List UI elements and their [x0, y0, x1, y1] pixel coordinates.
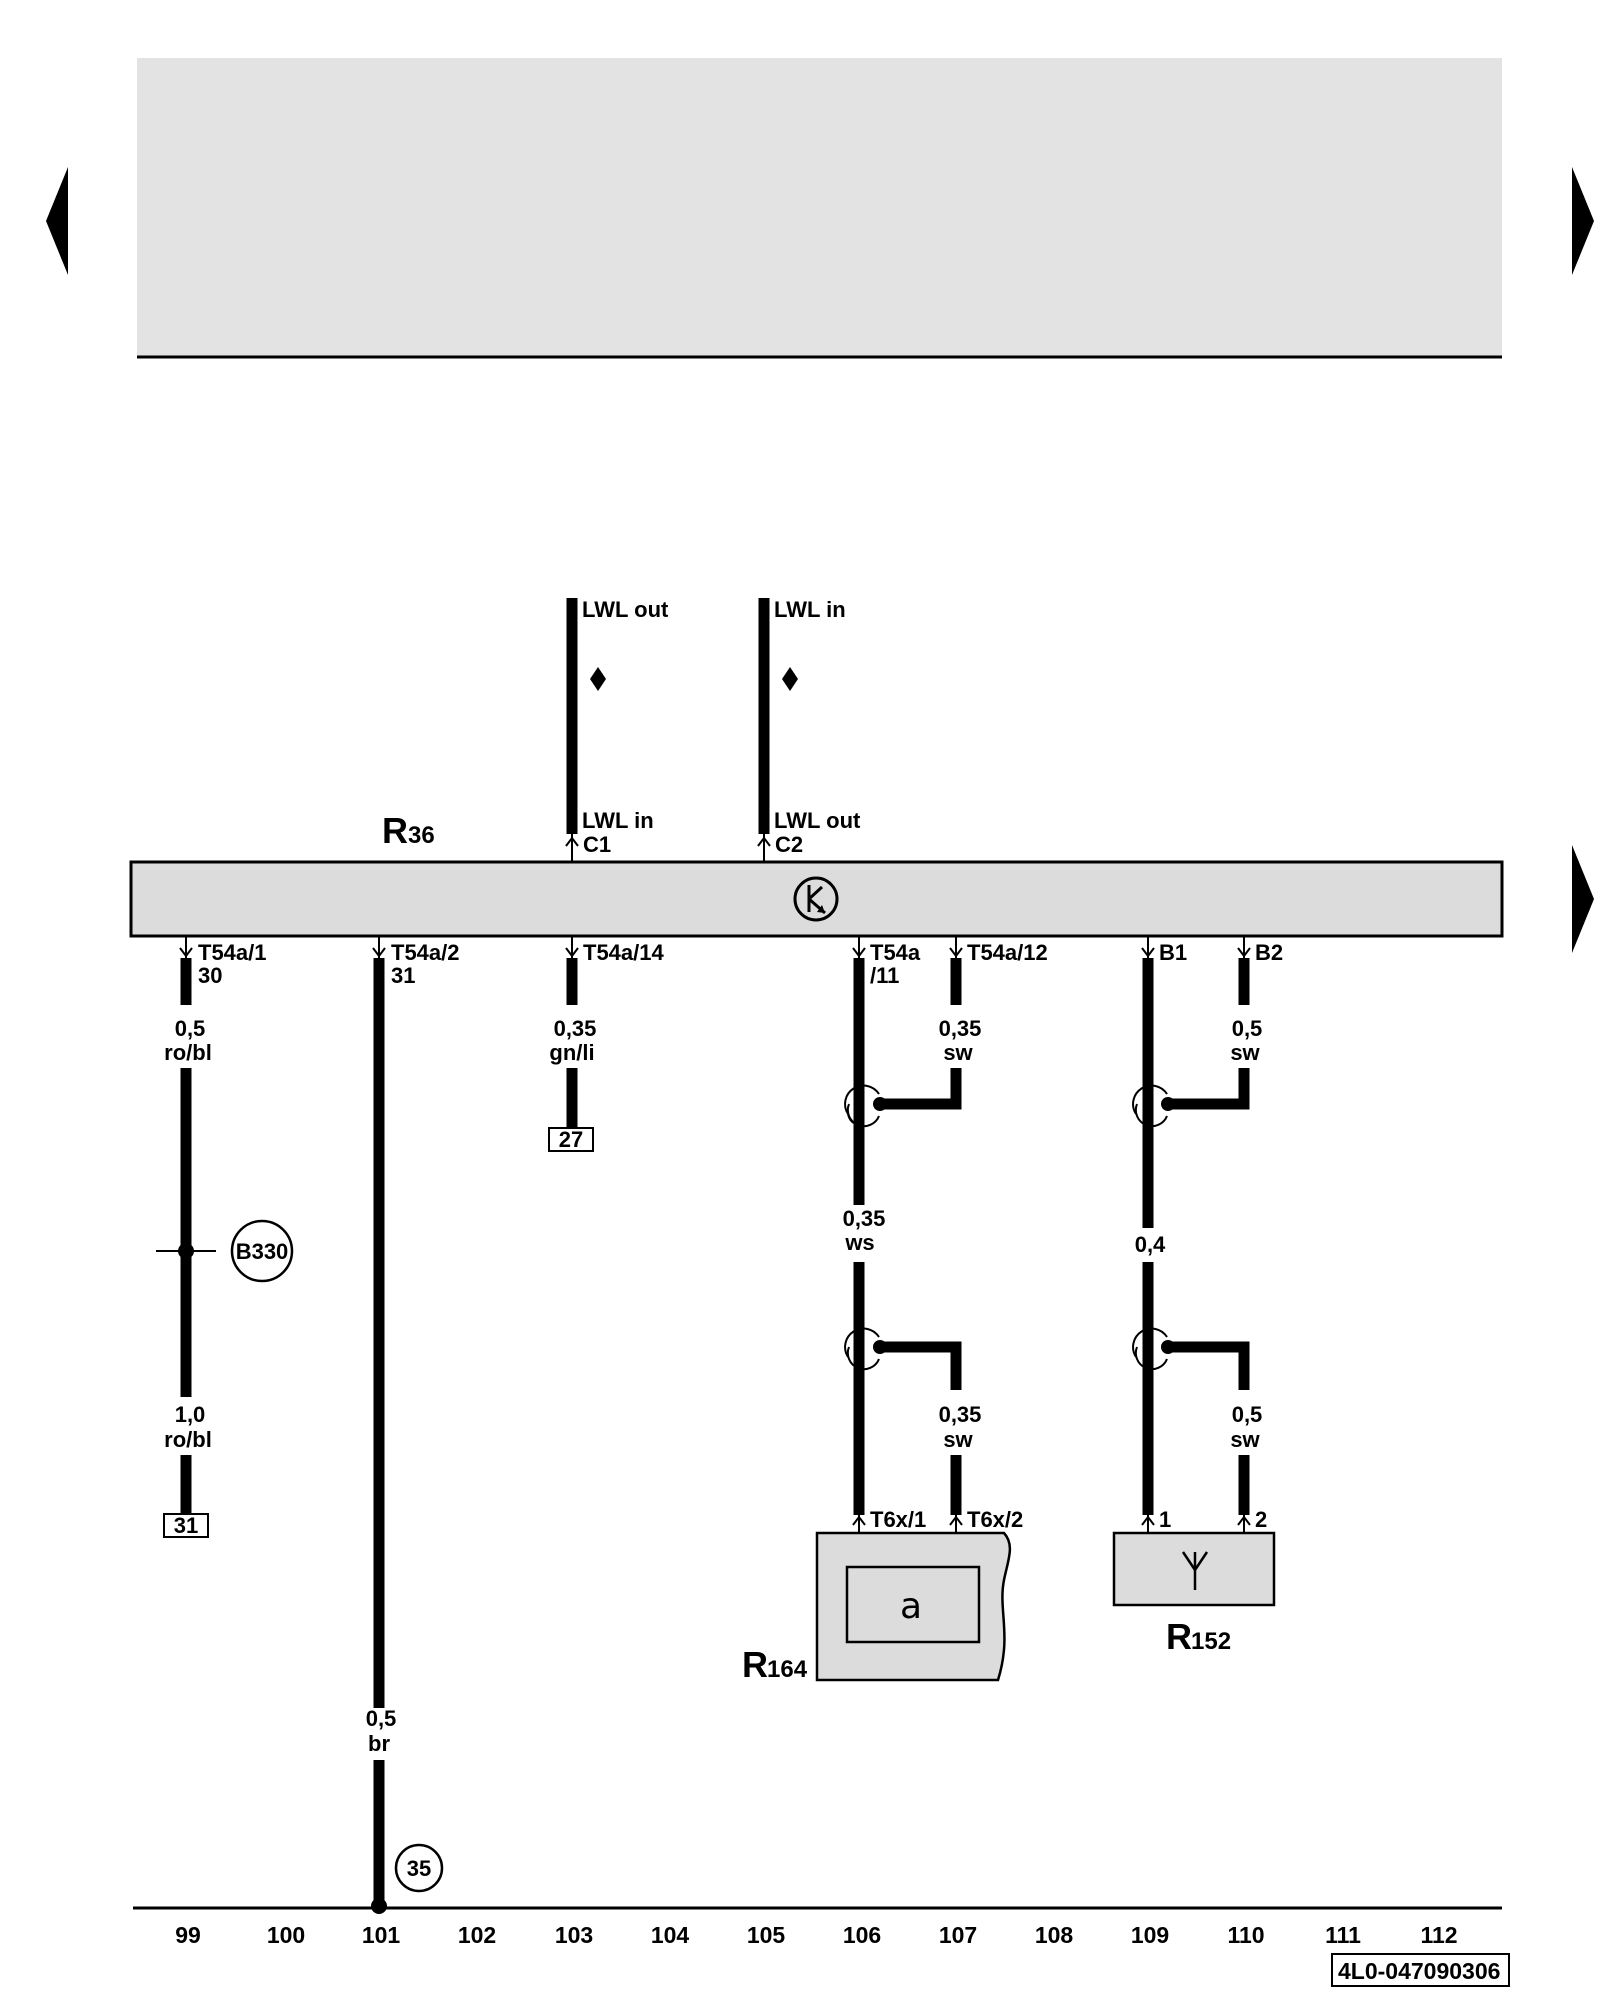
- splice-b330-label: B330: [236, 1239, 289, 1264]
- grid-number: 104: [651, 1922, 690, 1948]
- r164-letter: R: [742, 1644, 768, 1685]
- pin-t54a-11-line2: /11: [870, 963, 899, 988]
- r152-number: 152: [1191, 1628, 1231, 1655]
- wire-107-size2: 0,35: [939, 1402, 982, 1427]
- wire-110-size2: 0,5: [1232, 1402, 1263, 1427]
- pin-t54a-11-line1: T54a: [870, 940, 921, 965]
- ground-35-circle: [394, 1843, 444, 1893]
- shield-symbol-109a: [1132, 1084, 1168, 1115]
- ref-31-label: 31: [174, 1513, 198, 1538]
- terminal-30: 30: [198, 963, 222, 988]
- pin-b1: B1: [1159, 940, 1187, 965]
- pin-r152-1: 1: [1159, 1507, 1171, 1532]
- wire-110-size1: 0,5: [1232, 1016, 1263, 1041]
- splice-dot: [178, 1243, 194, 1259]
- wire-106-color: ws: [844, 1230, 874, 1255]
- r36-component-body: [129, 860, 1504, 938]
- wire-103-color: gn/li: [549, 1040, 594, 1065]
- wire-99-size1: 0,5: [175, 1016, 206, 1041]
- shield-symbol-106a: [844, 1084, 880, 1115]
- grid-number: 107: [939, 1922, 977, 1948]
- pin-t54a-2: T54a/2: [391, 940, 460, 965]
- wire-107-size1: 0,35: [939, 1016, 982, 1041]
- pin-arrow-c2-icon: [757, 836, 771, 847]
- wire-106-size: 0,35: [843, 1206, 886, 1231]
- grid-numbers: 99 100 101 102 103 104 105 106 107 108 1…: [175, 1922, 1457, 1948]
- pin-t54a-12: T54a/12: [967, 940, 1048, 965]
- shield-symbol-109b: [1132, 1327, 1168, 1358]
- next-page-arrow-icon[interactable]: [1572, 167, 1594, 275]
- grid-number: 112: [1420, 1922, 1457, 1948]
- wire-99-color1: ro/bl: [164, 1040, 212, 1065]
- wire-107-shield-bottom: [880, 1341, 962, 1390]
- document-code: 4L0-047090306: [1338, 1958, 1500, 1984]
- wire-110-color2: sw: [1230, 1427, 1260, 1452]
- diamond-marker-c2-icon: [782, 667, 798, 691]
- document-code-box: [1331, 1953, 1510, 1987]
- lwl-c2-top-label: LWL in: [774, 597, 846, 622]
- pin-arrows-bottom: [179, 936, 1251, 958]
- grid-number: 111: [1325, 1922, 1361, 1948]
- r164-number: 164: [767, 1656, 808, 1683]
- grid-number: 110: [1227, 1922, 1264, 1948]
- grid-number: 105: [747, 1922, 786, 1948]
- ref-box-27: [548, 1127, 594, 1152]
- pin-arrow-r152-2-icon: [1237, 1515, 1251, 1526]
- grid-number: 103: [555, 1922, 593, 1948]
- wire-107-shield-top: [880, 1068, 962, 1110]
- wire-103-size: 0,35: [554, 1016, 597, 1041]
- pin-t6x-1: T6x/1: [870, 1507, 926, 1532]
- wire-107-color1: sw: [943, 1040, 973, 1065]
- pin-arrow-t6x2-icon: [949, 1515, 963, 1526]
- grid-number: 101: [362, 1922, 401, 1948]
- pin-arrow-t6x1-icon: [852, 1515, 866, 1526]
- r152-letter: R: [1166, 1616, 1192, 1657]
- pin-t6x-2: T6x/2: [967, 1507, 1023, 1532]
- wire-109-size: 0,4: [1135, 1232, 1166, 1257]
- radio-icon: [793, 876, 839, 922]
- grid-number: 100: [267, 1922, 305, 1948]
- prev-page-arrow-icon[interactable]: [46, 167, 68, 275]
- wire-101-size: 0,5: [366, 1706, 397, 1731]
- pin-arrow-r152-1-icon: [1141, 1515, 1155, 1526]
- lwl-c1-bottom-label: LWL in: [582, 808, 654, 833]
- ref-27-label: 27: [559, 1127, 583, 1152]
- splice-b330-circle: [230, 1219, 294, 1283]
- pin-t54a-14: T54a/14: [583, 940, 664, 965]
- ground-35-label: 35: [407, 1856, 431, 1881]
- wire-110-color1: sw: [1230, 1040, 1260, 1065]
- r164-display-box: [845, 1565, 981, 1644]
- lwl-c1-top-label: LWL out: [582, 597, 669, 622]
- r36-number: 36: [408, 822, 435, 849]
- wire-110-shield-top: [1168, 1068, 1250, 1110]
- terminal-31: 31: [391, 963, 415, 988]
- ref-box-31: [163, 1513, 209, 1538]
- wire-99-size2: 1,0: [175, 1402, 206, 1427]
- wire-110-shield-bottom: [1168, 1341, 1250, 1390]
- wire-101-color: br: [368, 1731, 390, 1756]
- wire-99-color2: ro/bl: [164, 1427, 212, 1452]
- diamond-marker-c1-icon: [590, 667, 606, 691]
- pin-t54a-1: T54a/1: [198, 940, 267, 965]
- r164-symbol: a: [900, 1586, 922, 1627]
- pin-r152-2: 2: [1255, 1507, 1267, 1532]
- header-area: [137, 58, 1502, 356]
- pin-c1-label: C1: [583, 832, 611, 857]
- grid-number: 108: [1035, 1922, 1074, 1948]
- shield-symbol-106b: [844, 1327, 880, 1358]
- pin-c2-label: C2: [775, 832, 803, 857]
- grid-number: 99: [175, 1922, 201, 1948]
- antenna-icon: [1181, 1551, 1209, 1590]
- pin-arrow-c1-icon: [565, 836, 579, 847]
- r36-letter: R: [382, 810, 408, 851]
- ground-dot: [371, 1898, 387, 1914]
- grid-number: 102: [458, 1922, 496, 1948]
- grid-number: 106: [843, 1922, 881, 1948]
- wire-107-color2: sw: [943, 1427, 973, 1452]
- lwl-c2-bottom-label: LWL out: [774, 808, 861, 833]
- grid-number: 109: [1131, 1922, 1169, 1948]
- next-page-arrow-icon-lower[interactable]: [1572, 845, 1594, 953]
- pin-b2: B2: [1255, 940, 1283, 965]
